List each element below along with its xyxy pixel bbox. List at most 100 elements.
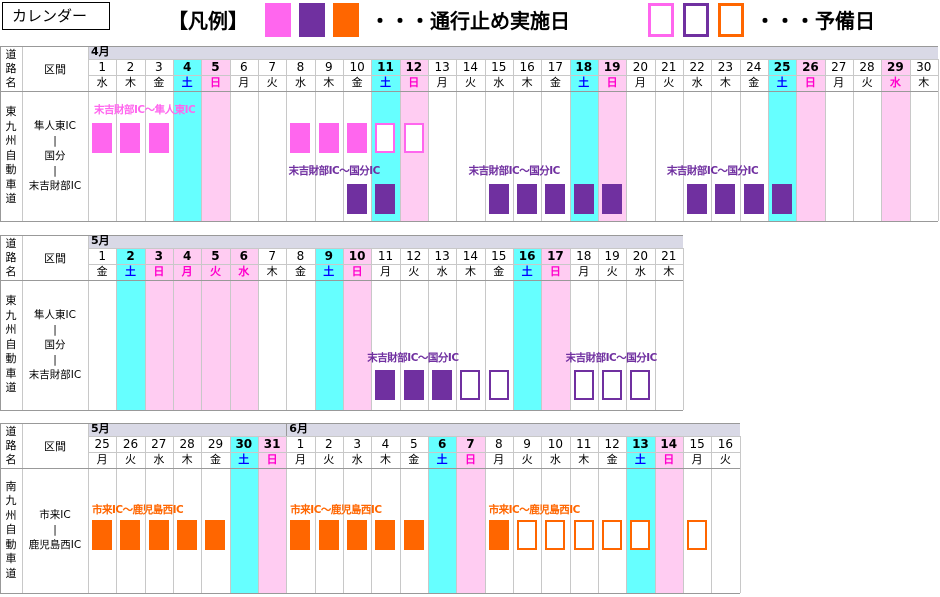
date-label: 7 [268,60,276,74]
date-label: 1 [98,60,106,74]
section-name: | [53,323,57,336]
road-header-char: 路 [5,439,17,452]
grid-line [116,436,118,593]
closure-day-block [602,184,623,214]
weekday-label: 木 [521,76,533,89]
weekday-label: 火 [663,76,675,89]
section-name: 市来IC [39,509,71,521]
road-name-char: 車 [5,177,17,191]
grid-line [427,436,429,593]
grid-line [201,59,203,221]
grid-line [371,59,373,221]
weekday-label: 火 [408,265,420,278]
weekday-label: 水 [351,453,363,466]
date-label: 6 [239,60,248,74]
road-name-char: 州 [5,508,17,522]
date-label: 28 [179,437,195,451]
road-header-char: 路 [5,62,17,75]
grid-line [0,410,683,411]
month-header-bar [88,46,938,59]
legend-reserve-pink-swatch [648,3,674,37]
grid-line [257,248,259,410]
weekday-label: 月 [238,76,250,89]
date-label: 15 [689,437,705,451]
grid-line [512,436,514,593]
closure-day-block [177,520,198,550]
date-label: 31 [263,437,281,451]
grid-line [399,436,401,593]
weekday-label: 土 [634,453,646,466]
closure-day-block [290,123,311,153]
grid-line [597,248,599,410]
grid-line [229,59,231,221]
grid-line [286,248,288,410]
day-column-highlight [144,248,173,410]
weekday-label: 金 [153,76,165,89]
closure-day-block [205,520,226,550]
road-name-char: 自 [5,148,17,162]
date-label: 16 [717,437,734,451]
date-label: 1 [98,249,106,263]
grid-line [0,91,938,92]
date-label: 3 [353,437,361,451]
weekday-label: 火 [323,453,335,466]
road-name-char: 車 [5,366,17,380]
weekday-label: 水 [889,76,901,89]
grid-line [512,59,514,221]
date-label: 8 [494,437,503,451]
closure-day-block [517,184,538,214]
date-label: 1 [296,437,305,451]
date-label: 24 [746,60,762,74]
date-label: 19 [603,60,621,74]
closure-day-block [375,184,396,214]
day-column-highlight [342,248,372,410]
weekday-label: 土 [379,76,391,89]
date-label: 25 [94,437,110,451]
section-label: 末吉財部IC～国分IC [288,165,381,177]
weekday-label: 木 [379,453,391,466]
grid-line [0,235,1,410]
legend-closure-orange-swatch [333,3,359,37]
month-header-bar [88,423,740,436]
grid-line [172,436,174,593]
grid-line [909,59,911,221]
date-label: 23 [717,60,734,74]
closure-day-block [403,520,424,550]
day-column-highlight [512,248,542,410]
grid-line [88,423,89,593]
closure-day-block [488,184,509,214]
road-name-char: 九 [5,494,17,508]
grid-line [654,59,656,221]
grid-line [427,248,429,410]
grid-line [512,248,514,410]
date-label: 12 [405,60,423,74]
grid-line [116,59,118,221]
road-name-char: 道 [5,381,17,395]
closure-day-block [120,520,141,550]
weekday-label: 月 [181,265,193,278]
weekday-label: 月 [634,76,646,89]
grid-line [484,436,486,593]
date-label: 11 [377,60,394,74]
grid-line [22,46,23,221]
grid-line [88,235,89,410]
road-name-char: 動 [5,163,17,177]
grid-line [88,75,938,76]
weekday-label: 火 [606,265,618,278]
grid-line [427,59,429,221]
grid-line [88,46,89,221]
grid-line [0,221,938,222]
grid-line [286,59,288,221]
road-header-char: 路 [5,251,17,264]
weekday-label: 月 [294,453,306,466]
weekday-label: 水 [493,76,505,89]
weekday-label: 金 [549,76,561,89]
month-label: 5月 [91,422,110,435]
grid-line [314,59,316,221]
weekday-label: 火 [464,76,476,89]
reserve-day-block [573,520,594,550]
closure-day-block [375,370,396,400]
weekday-label: 月 [691,453,703,466]
grid-line [371,248,373,410]
road-name-char: 車 [5,552,17,566]
